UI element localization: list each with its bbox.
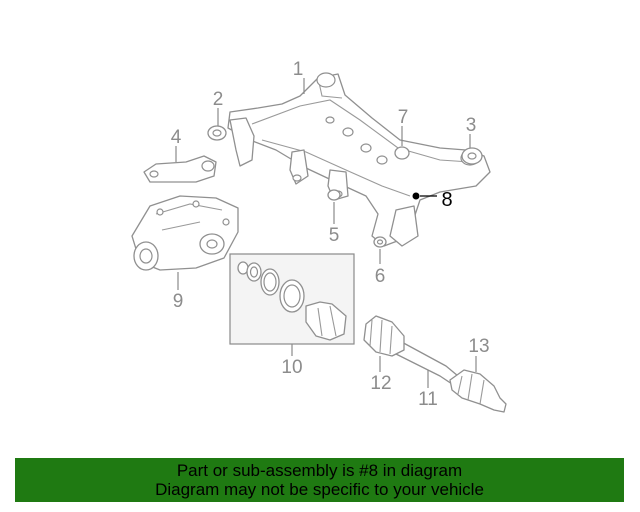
callout-9: 9 <box>173 291 184 312</box>
parts-diagram: 1 2 3 4 5 6 7 8 9 10 11 12 13 <box>131 59 507 413</box>
joint-kit-part-10[interactable] <box>229 253 355 345</box>
bushing-part-7[interactable] <box>394 146 410 160</box>
callout-labels: 1 2 3 4 5 6 7 8 9 10 11 12 13 <box>171 59 490 410</box>
callout-7: 7 <box>398 107 409 128</box>
callout-12: 12 <box>370 373 391 394</box>
differential-part-9[interactable] <box>131 195 239 271</box>
callout-6: 6 <box>375 266 386 287</box>
leader-lines <box>175 78 477 388</box>
outer-boot-part-13[interactable] <box>449 369 507 413</box>
bushing-part-6[interactable] <box>373 236 387 248</box>
callout-13: 13 <box>468 336 489 357</box>
part-8-marker[interactable] <box>412 192 420 200</box>
banner-line-2: Diagram may not be specific to your vehi… <box>155 480 484 499</box>
callout-4: 4 <box>171 127 182 148</box>
subframe-part-1[interactable] <box>227 72 491 247</box>
callout-8: 8 <box>441 189 452 211</box>
callout-5: 5 <box>329 225 340 246</box>
bushing-part-3[interactable] <box>461 147 483 165</box>
bracket-part-4[interactable] <box>143 155 217 183</box>
bushing-part-5[interactable] <box>327 189 341 201</box>
bushing-part-2[interactable] <box>207 125 227 141</box>
inner-boot-part-12[interactable] <box>363 315 405 357</box>
callout-3: 3 <box>466 115 477 136</box>
callout-1: 1 <box>293 59 304 80</box>
callout-10: 10 <box>281 357 302 378</box>
callout-2: 2 <box>213 89 224 110</box>
banner-line-1: Part or sub-assembly is #8 in diagram <box>176 461 463 480</box>
callout-11: 11 <box>418 389 438 410</box>
info-banner: Part or sub-assembly is #8 in diagram Di… <box>15 458 624 502</box>
